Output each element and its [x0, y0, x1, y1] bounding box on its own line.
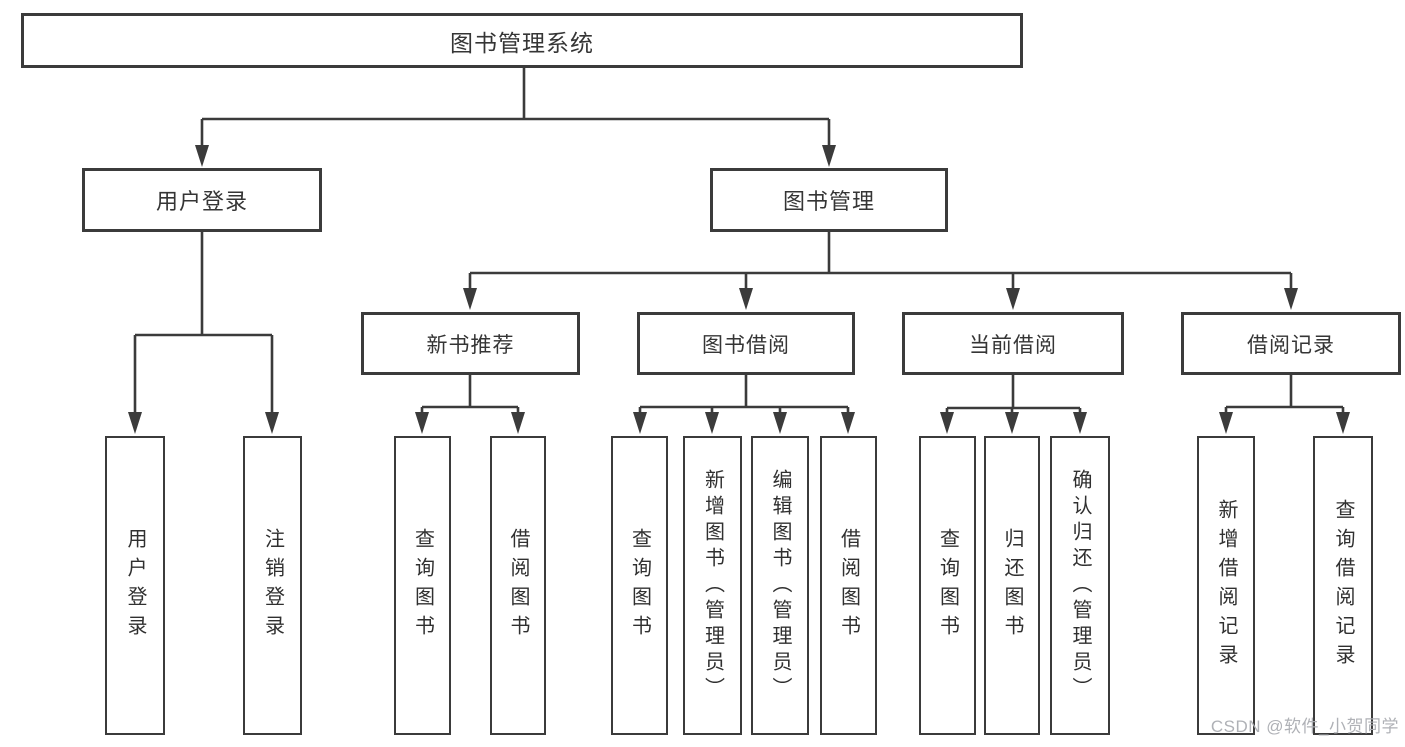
- leaf-logout: 注销登录: [243, 436, 302, 735]
- leaf-label: 归还图书: [1001, 527, 1023, 644]
- leaf-label: 借阅图书: [837, 527, 860, 644]
- leaf-user-login: 用户登录: [105, 436, 165, 735]
- node-label: 图书管理: [782, 189, 875, 214]
- leaf-label: 新增图书（管理员）: [701, 468, 724, 703]
- leaf-label: 注销登录: [261, 527, 284, 644]
- node-user-login: 用户登录: [82, 168, 322, 232]
- leaf-confirm-return-admin: 确认归还（管理员）: [1050, 436, 1110, 735]
- leaf-label: 确认归还（管理员）: [1069, 468, 1091, 703]
- node-label: 新书推荐: [426, 333, 515, 357]
- leaf-add-books-admin: 新增图书（管理员）: [683, 436, 742, 735]
- node-book-borrowing: 图书借阅: [637, 312, 855, 375]
- node-new-book-recommendation: 新书推荐: [361, 312, 580, 375]
- node-label: 图书管理系统: [450, 29, 594, 56]
- leaf-edit-books-admin: 编辑图书（管理员）: [751, 436, 809, 735]
- node-current-borrowing: 当前借阅: [902, 312, 1124, 375]
- leaf-borrow-books-recommend: 借阅图书: [490, 436, 546, 735]
- node-borrowing-records: 借阅记录: [1181, 312, 1401, 375]
- leaf-label: 查询借阅记录: [1332, 498, 1354, 673]
- leaf-add-borrow-record: 新增借阅记录: [1197, 436, 1255, 735]
- leaf-borrow-books-borrowing: 借阅图书: [820, 436, 877, 735]
- node-label: 图书借阅: [702, 333, 790, 357]
- leaf-label: 查询图书: [628, 527, 651, 644]
- node-label: 借阅记录: [1247, 333, 1335, 357]
- leaf-label: 查询图书: [936, 527, 959, 644]
- leaf-query-books-borrowing: 查询图书: [611, 436, 668, 735]
- node-library-management-system: 图书管理系统: [21, 13, 1023, 68]
- leaf-label: 新增借阅记录: [1215, 498, 1237, 673]
- leaf-query-books-recommend: 查询图书: [394, 436, 451, 735]
- leaf-label: 借阅图书: [507, 527, 529, 644]
- leaf-return-books: 归还图书: [984, 436, 1040, 735]
- node-label: 用户登录: [155, 189, 248, 214]
- leaf-label: 查询图书: [411, 527, 434, 644]
- leaf-label: 编辑图书（管理员）: [769, 468, 791, 703]
- node-book-management: 图书管理: [710, 168, 948, 232]
- node-label: 当前借阅: [969, 333, 1057, 357]
- csdn-watermark: CSDN @软件_小贺同学: [1210, 717, 1399, 736]
- leaf-query-borrow-record: 查询借阅记录: [1313, 436, 1373, 735]
- leaf-query-books-current: 查询图书: [919, 436, 976, 735]
- leaf-label: 用户登录: [124, 527, 146, 644]
